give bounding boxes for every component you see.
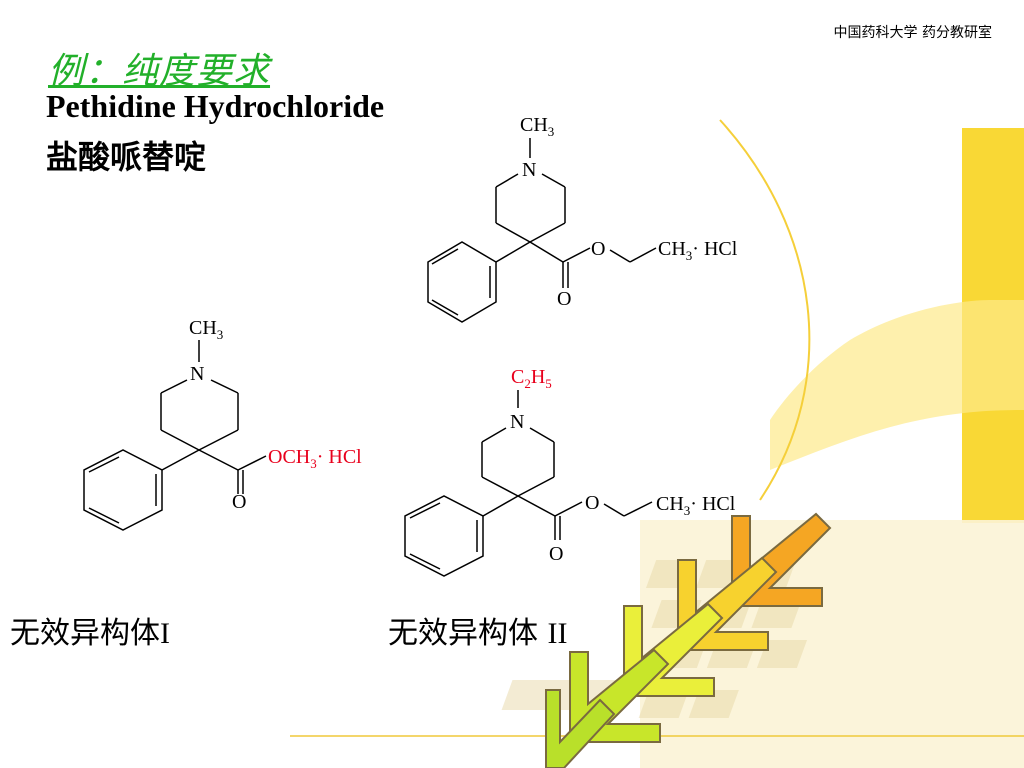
main-ester-oxygen: O — [591, 238, 605, 260]
caption-impurity-1: 无效异构体I — [10, 608, 170, 652]
imp1-nitrogen: N — [190, 363, 204, 385]
example-title: 例：纯度要求 — [48, 51, 271, 92]
main-carbonyl-oxygen: O — [557, 288, 571, 310]
caption-impurity-2: 无效异构体 II — [388, 608, 568, 652]
caption-impurity-2-text: 无效异构体 — [388, 616, 548, 651]
caption-impurity-2-number: II — [547, 617, 568, 650]
imp1-methyl-ester-group: OCH3· HCl — [268, 446, 362, 471]
structure-impurity-1 — [83, 340, 267, 531]
decorative-arc — [719, 119, 811, 501]
imp2-ethyl-tail: CH3· HCl — [656, 493, 736, 518]
imp1-carbonyl-oxygen: O — [232, 491, 246, 513]
imp1-n-substituent: CH3 — [189, 317, 223, 342]
yellow-wave-shape — [770, 300, 1024, 470]
imp2-nitrogen: N — [510, 411, 524, 433]
main-n-substituent: CH3 — [520, 114, 554, 139]
main-nitrogen: N — [522, 159, 536, 181]
arrow-green-bottom-icon — [545, 689, 616, 768]
caption-impurity-1-number: I — [160, 617, 170, 650]
structure-pethidine — [427, 138, 657, 323]
structure-impurity-2 — [404, 390, 653, 577]
compound-name-chinese: 盐酸哌替啶 — [46, 138, 207, 176]
imp2-carbonyl-oxygen: O — [549, 543, 563, 565]
imp2-n-substituent: C2H5 — [511, 366, 552, 391]
main-ethyl-tail: CH3· HCl — [658, 238, 738, 263]
imp2-ester-oxygen: O — [585, 492, 599, 514]
caption-impurity-1-text: 无效异构体 — [10, 616, 160, 651]
compound-name-english: Pethidine Hydrochloride — [46, 88, 385, 124]
header-organization: 中国药科大学 药分教研室 — [833, 25, 992, 41]
